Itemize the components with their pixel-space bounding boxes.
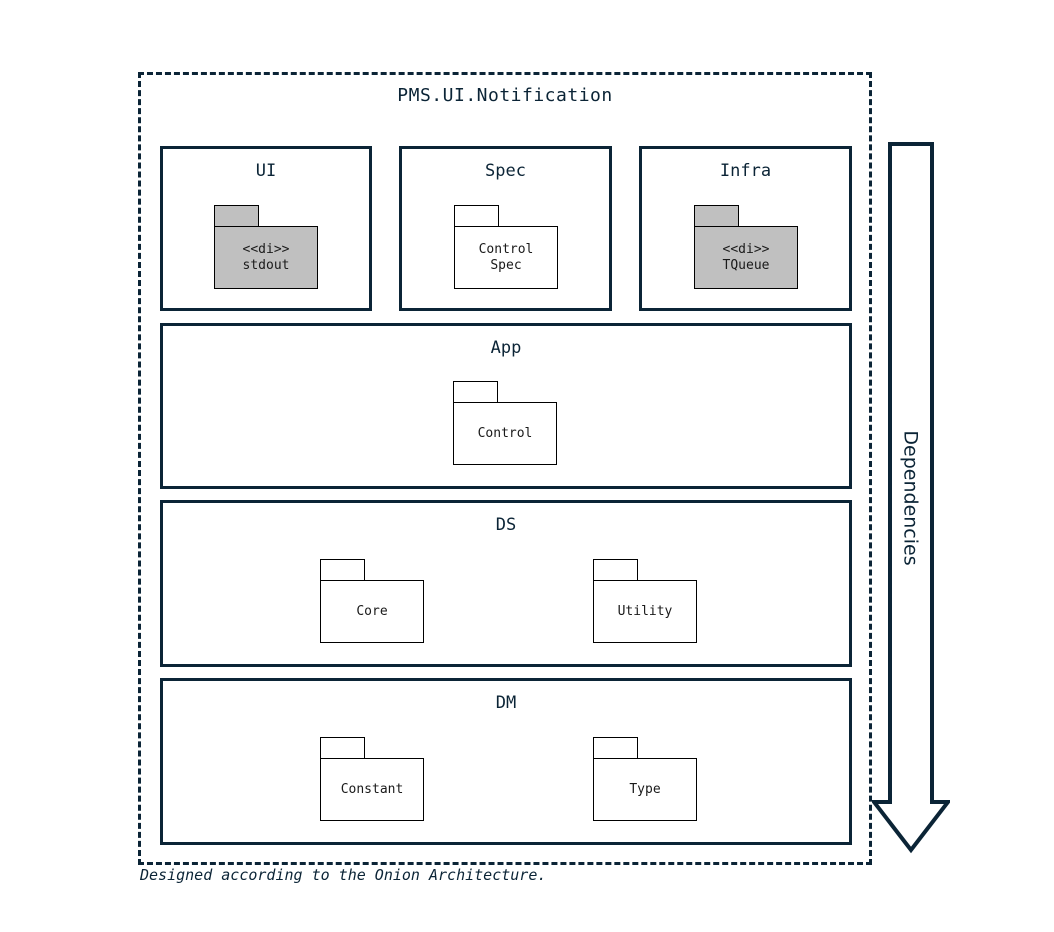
- package-box-infra-title: Infra: [719, 161, 772, 181]
- folder-constant[interactable]: Constant: [320, 737, 424, 821]
- folder-body: Control: [453, 402, 557, 465]
- namespace-title: PMS.UI.Notification: [397, 85, 613, 106]
- folder-label: Utility: [617, 603, 673, 619]
- package-box-spec-title: Spec: [485, 161, 526, 181]
- folder-control[interactable]: Control: [453, 381, 557, 465]
- folder-label-line1: Control: [478, 241, 534, 257]
- folder-label: TQueue: [722, 257, 770, 273]
- folder-label: stdout: [242, 257, 290, 273]
- folder-control-spec[interactable]: Control Spec: [454, 205, 558, 289]
- folder-tab-icon: [593, 737, 638, 759]
- folder-tab-icon: [320, 559, 365, 581]
- namespace-boundary: [138, 72, 872, 865]
- layer-box-app[interactable]: App Control: [160, 323, 852, 489]
- folder-body: Type: [593, 758, 697, 821]
- folder-label: Control: [477, 425, 533, 441]
- folder-body: <<di>> TQueue: [694, 226, 798, 289]
- package-box-infra[interactable]: Infra <<di>> TQueue: [639, 146, 852, 311]
- package-box-spec[interactable]: Spec Control Spec: [399, 146, 612, 311]
- folder-core[interactable]: Core: [320, 559, 424, 643]
- layer-box-ds[interactable]: DS Core Utility: [160, 500, 852, 667]
- folder-body: Constant: [320, 758, 424, 821]
- folder-body: Core: [320, 580, 424, 643]
- folder-body: <<di>> stdout: [214, 226, 318, 289]
- folder-body: Control Spec: [454, 226, 558, 289]
- folder-label-line2: Spec: [490, 257, 522, 273]
- layer-box-dm-title: DM: [495, 693, 517, 713]
- folder-tqueue[interactable]: <<di>> TQueue: [694, 205, 798, 289]
- folder-label: Constant: [340, 781, 404, 797]
- package-box-ui-title: UI: [255, 161, 277, 181]
- folder-stereotype: <<di>>: [722, 241, 770, 257]
- folder-label: Core: [356, 603, 388, 619]
- layer-box-dm[interactable]: DM Constant Type: [160, 678, 852, 845]
- folder-tab-icon: [694, 205, 739, 227]
- package-box-ui[interactable]: UI <<di>> stdout: [160, 146, 372, 311]
- folder-tab-icon: [453, 381, 498, 403]
- folder-tab-icon: [454, 205, 499, 227]
- diagram-caption: Designed according to the Onion Architec…: [140, 866, 547, 884]
- folder-type[interactable]: Type: [593, 737, 697, 821]
- dependency-arrow-icon: [872, 142, 950, 854]
- folder-label: Type: [629, 781, 661, 797]
- folder-stereotype: <<di>>: [242, 241, 290, 257]
- folder-tab-icon: [320, 737, 365, 759]
- layer-box-ds-title: DS: [495, 515, 517, 535]
- folder-body: Utility: [593, 580, 697, 643]
- folder-stdout[interactable]: <<di>> stdout: [214, 205, 318, 289]
- folder-utility[interactable]: Utility: [593, 559, 697, 643]
- folder-tab-icon: [593, 559, 638, 581]
- folder-tab-icon: [214, 205, 259, 227]
- layer-box-app-title: App: [490, 338, 522, 358]
